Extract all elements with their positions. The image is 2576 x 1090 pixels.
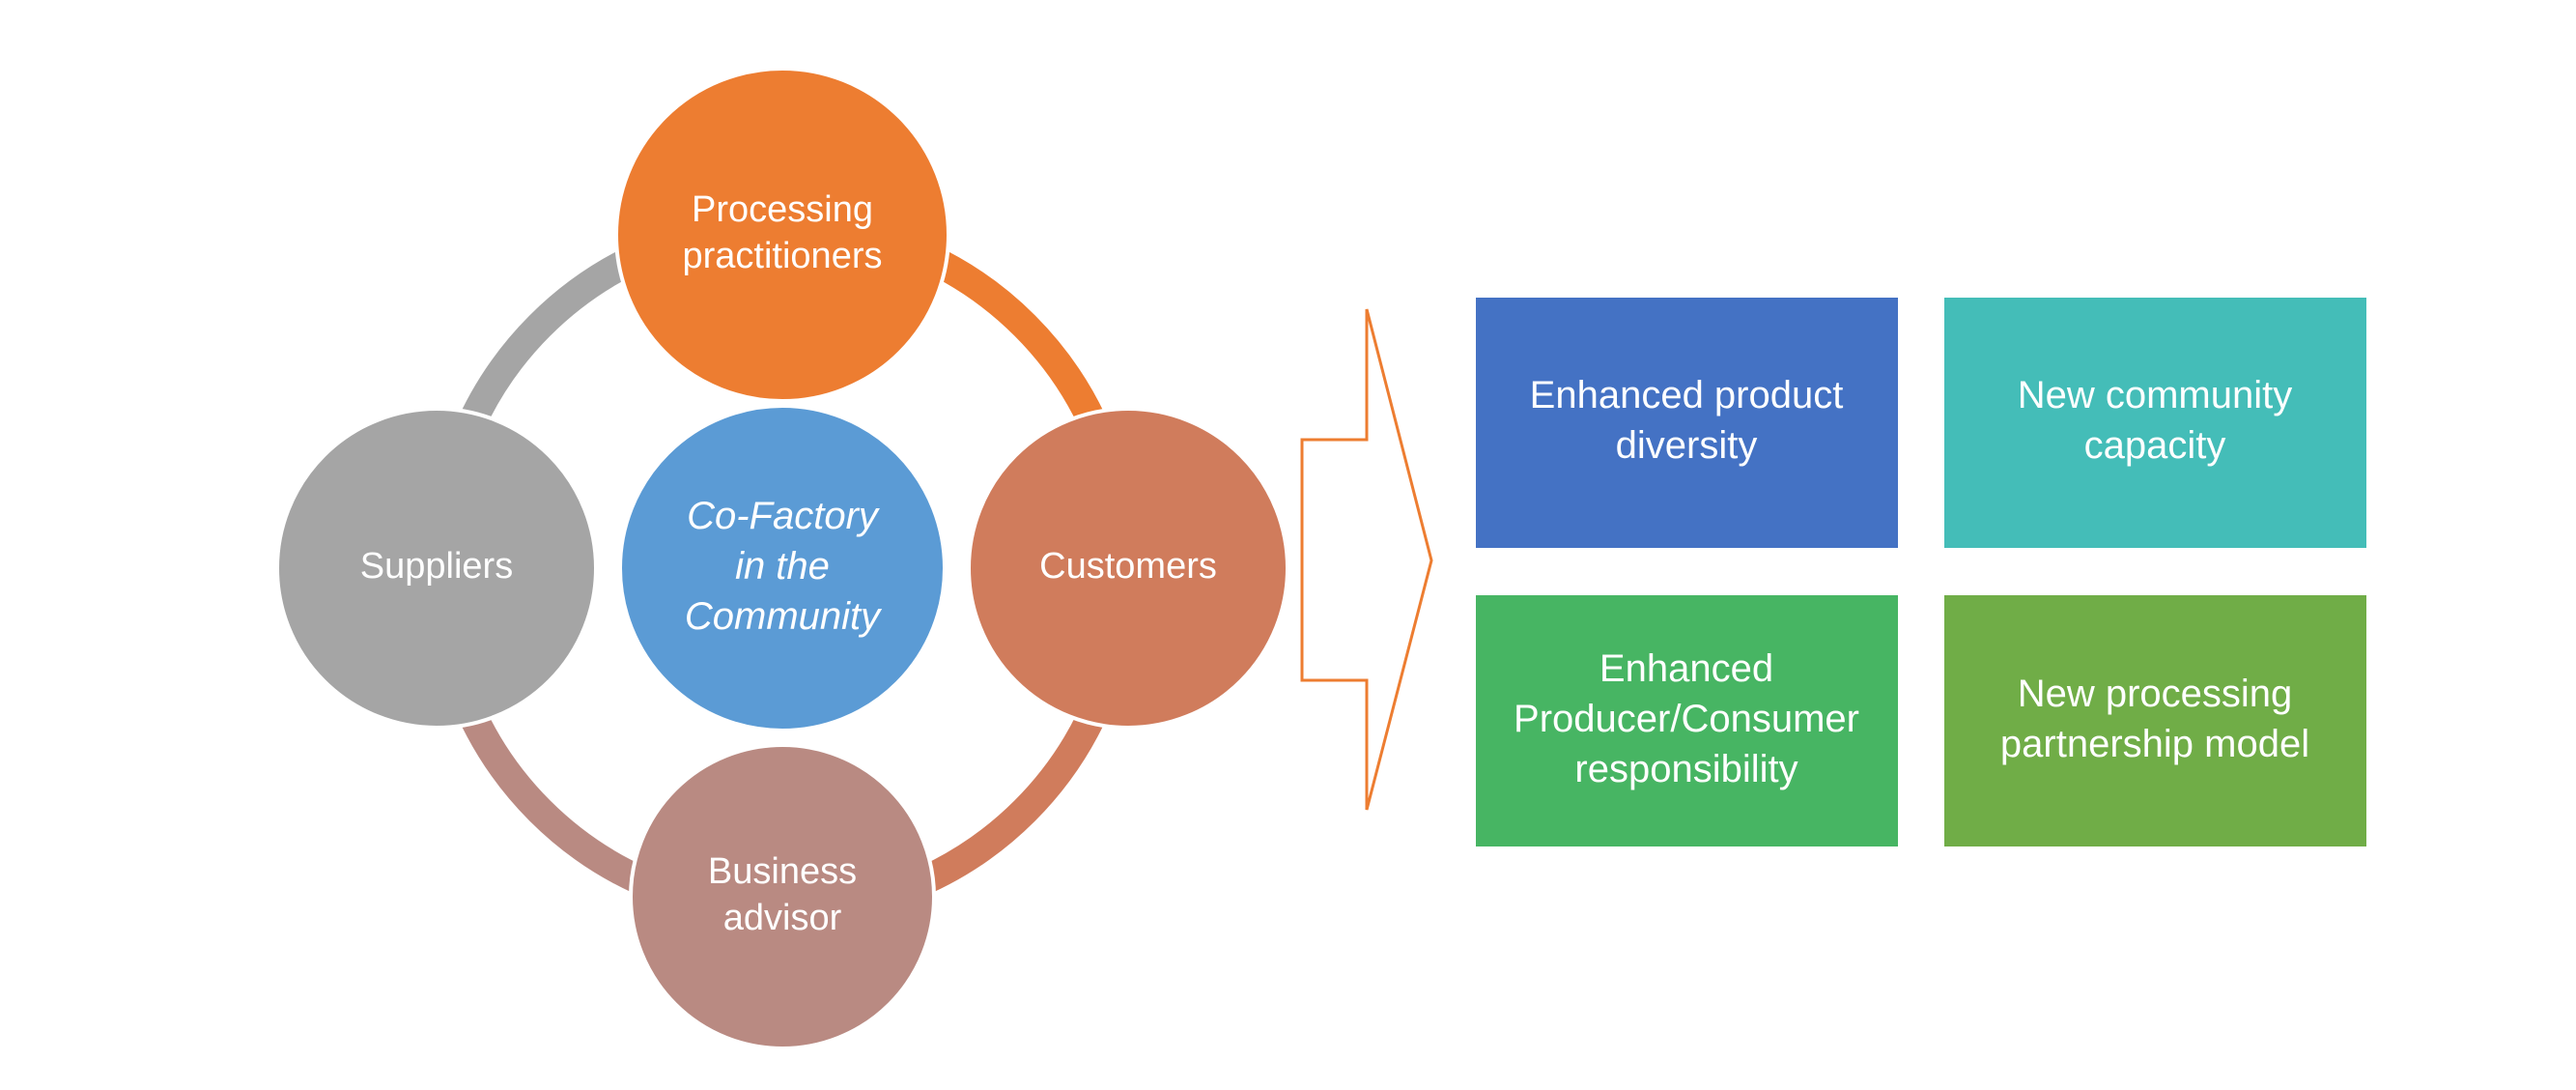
center-circle (618, 404, 947, 732)
outcome-label-community-capacity: New community capacity (2018, 374, 2293, 467)
outcome-label-producer-consumer-line: Enhanced (1599, 647, 1773, 690)
advisor-label-line: Business (708, 851, 857, 892)
outcome-product-diversity: Enhanced product diversity (1476, 298, 1898, 548)
outcome-label-partnership-model-line: partnership model (2000, 723, 2309, 765)
advisor-circle (629, 743, 936, 1050)
outcome-community-capacity: New community capacity (1944, 298, 2366, 548)
outcome-label-partnership-model: New processing partnership model (2000, 673, 2309, 765)
processing-circle (614, 67, 950, 403)
outcome-box-producer-consumer (1476, 595, 1898, 846)
node-suppliers: Suppliers (275, 407, 598, 730)
processing-label-line: Processing (692, 189, 873, 230)
node-processing: Processing practitioners (614, 67, 950, 403)
outcome-box-community-capacity (1944, 298, 2366, 548)
customers-label-line: Customers (1039, 546, 1217, 587)
outcome-partnership-model: New processing partnership model (1944, 595, 2366, 846)
outcome-label-product-diversity-line: Enhanced product (1530, 374, 1844, 416)
advisor-label: Business advisor (708, 851, 857, 938)
outcome-arrow (1300, 308, 1433, 811)
outcome-label-community-capacity-line: capacity (2084, 424, 2226, 467)
processing-label-line: practitioners (683, 236, 883, 276)
outcome-label-product-diversity: Enhanced product diversity (1530, 374, 1844, 467)
outcome-box-product-diversity (1476, 298, 1898, 548)
suppliers-label: Suppliers (360, 546, 513, 587)
node-advisor: Business advisor (629, 743, 936, 1050)
center-label-line: in the (735, 545, 830, 588)
outcome-box-partnership-model (1944, 595, 2366, 846)
processing-label: Processing practitioners (683, 189, 883, 276)
suppliers-label-line: Suppliers (360, 546, 513, 587)
customers-circle (967, 407, 1289, 730)
advisor-label-line: advisor (723, 898, 842, 938)
suppliers-circle (275, 407, 598, 730)
outcome-label-product-diversity-line: diversity (1616, 424, 1758, 467)
node-customers: Customers (967, 407, 1289, 730)
outcome-label-partnership-model-line: New processing (2018, 673, 2293, 715)
center-label-line: Co-Factory (687, 495, 881, 537)
center-label-line: Community (685, 595, 883, 638)
outcome-label-community-capacity-line: New community (2018, 374, 2293, 416)
outcome-label-producer-consumer-line: responsibility (1574, 748, 1798, 790)
outcome-label-producer-consumer-line: Producer/Consumer (1514, 698, 1859, 740)
customers-label: Customers (1039, 546, 1217, 587)
